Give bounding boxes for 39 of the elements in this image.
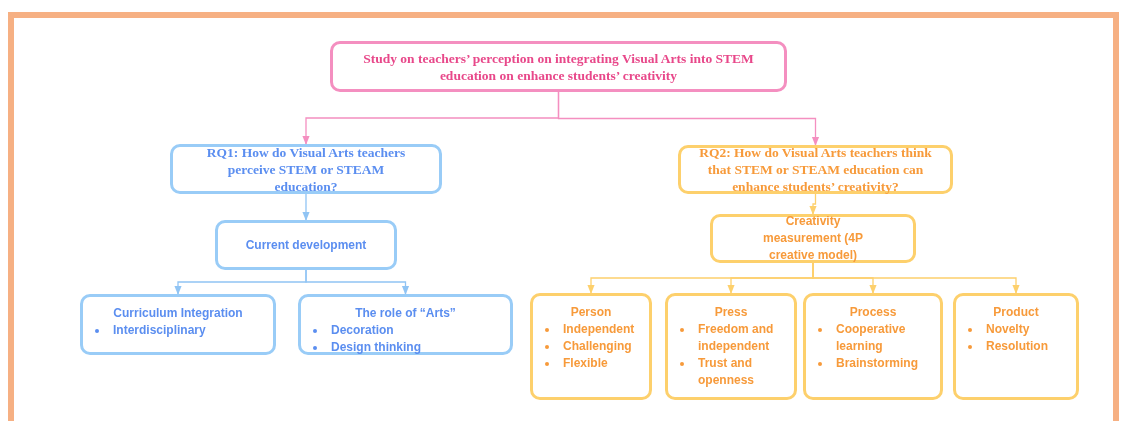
box-text: Study on teachers’ perception on integrating Visual Arts into STEM education on enhance students’ creativity: [363, 50, 754, 83]
list-item: Interdisciplinary: [113, 323, 206, 337]
category-box: [298, 294, 513, 355]
box-text: RQ2: How do Visual Arts teachers think that STEM or STEAM education can enhance students’ creativity?: [699, 145, 932, 194]
category-heading: Person: [569, 304, 613, 321]
box-text: Creativity measurement (4P creative model): [762, 214, 863, 262]
connector-arrow: [557, 91, 820, 146]
question-box: [710, 214, 916, 263]
category-heading: Product: [992, 304, 1040, 321]
connector-arrow: [809, 193, 817, 215]
question-box: [330, 41, 787, 92]
list-item: Novelty: [986, 322, 1030, 336]
list-item: Flexible: [563, 356, 608, 370]
category-box: [80, 294, 276, 355]
category-heading: Curriculum Integration: [112, 305, 244, 322]
box-text: Current development: [245, 237, 367, 252]
list-item: Cooperative learning: [836, 322, 906, 353]
list-item: Independent: [563, 322, 635, 336]
category-box: [953, 293, 1079, 400]
category-box: [803, 293, 943, 400]
question-box: [215, 220, 397, 270]
category-heading: The role of “Arts”: [354, 305, 457, 322]
connector-arrow: [812, 262, 1020, 294]
category-heading: Process: [848, 304, 898, 321]
category-box: [530, 293, 652, 400]
box-text: RQ1: How do Visual Arts teachers perceive STEM or STEAM education?: [206, 144, 406, 194]
question-box: [170, 144, 442, 194]
list-item: Freedom and independent: [698, 322, 774, 353]
category-heading: Press: [713, 304, 749, 321]
list-item: Brainstorming: [836, 356, 918, 370]
list-item: Challenging: [563, 339, 632, 353]
list-item: Decoration: [331, 323, 394, 337]
question-box: [678, 145, 953, 194]
category-box: [665, 293, 797, 400]
connector-arrow: [302, 193, 310, 221]
list-item: Design thinking: [331, 340, 421, 354]
list-item: Trust and openness: [698, 356, 754, 387]
connector-arrow: [305, 269, 410, 295]
list-item: Resolution: [986, 339, 1048, 353]
